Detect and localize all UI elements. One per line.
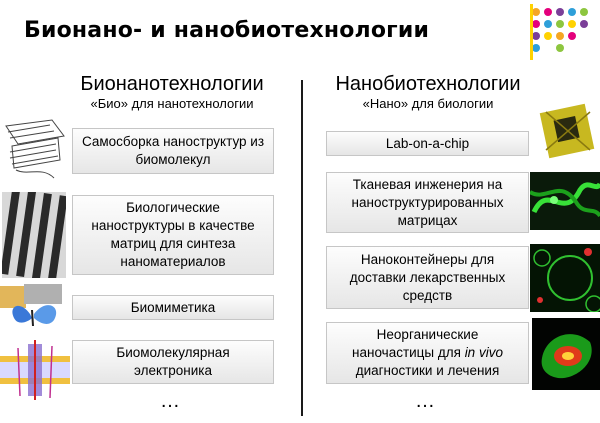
in-vivo-italic: in vivo [464,345,503,360]
left-column-header: Бионанотехнологии «Био» для нанотехнолог… [62,73,282,112]
right-ellipsis: … [415,390,437,412]
right-item-line-1: Неорганические [376,327,479,342]
butterfly-biomimetics-image [0,284,68,332]
right-item-line-2: наночастицы для in vivo [352,344,503,362]
right-item-nanocontainers: Наноконтейнеры для доставки лекарственны… [326,246,529,309]
left-subheading: «Био» для нанотехнологии [90,96,254,111]
left-item-biomimetics: Биомиметика [72,295,274,320]
left-item-bioelectronics: Биомолекулярная электроника [72,340,274,384]
lab-on-chip-image [536,100,600,162]
right-item-line-2-text: наночастицы для [352,345,465,360]
right-item-lab-on-a-chip: Lab-on-a-chip [326,131,529,156]
column-divider [301,80,303,416]
left-heading: Бионанотехнологии [80,73,264,95]
membrane-bioelectronics-image [0,338,70,402]
self-assembly-structure-image [2,116,68,188]
slide-title: Бионано- и нанобиотехнологии [24,18,430,43]
right-item-inorganic-nanoparticles: Неорганические наночастицы для in vivo д… [326,322,529,384]
left-item-self-assembly: Самосборка наноструктур из биомолекул [72,128,274,174]
dot-grid-logo [530,4,588,60]
left-ellipsis: … [160,390,182,412]
right-heading: Нанобиотехнологии [335,73,521,95]
left-item-bio-templates: Биологические наноструктуры в качестве м… [72,195,274,275]
right-item-tissue-engineering: Тканевая инженерия на наноструктурирован… [326,172,529,233]
right-column-header: Нанобиотехнологии «Нано» для биологии [318,73,538,112]
right-subheading: «Нано» для биологии [362,96,494,111]
nanocontainer-image [530,244,600,312]
tissue-engineering-image [530,172,600,230]
nanowire-template-image [2,192,66,278]
right-item-line-3: диагностики и лечения [355,363,500,378]
inorganic-nanoparticles-image [532,318,600,390]
